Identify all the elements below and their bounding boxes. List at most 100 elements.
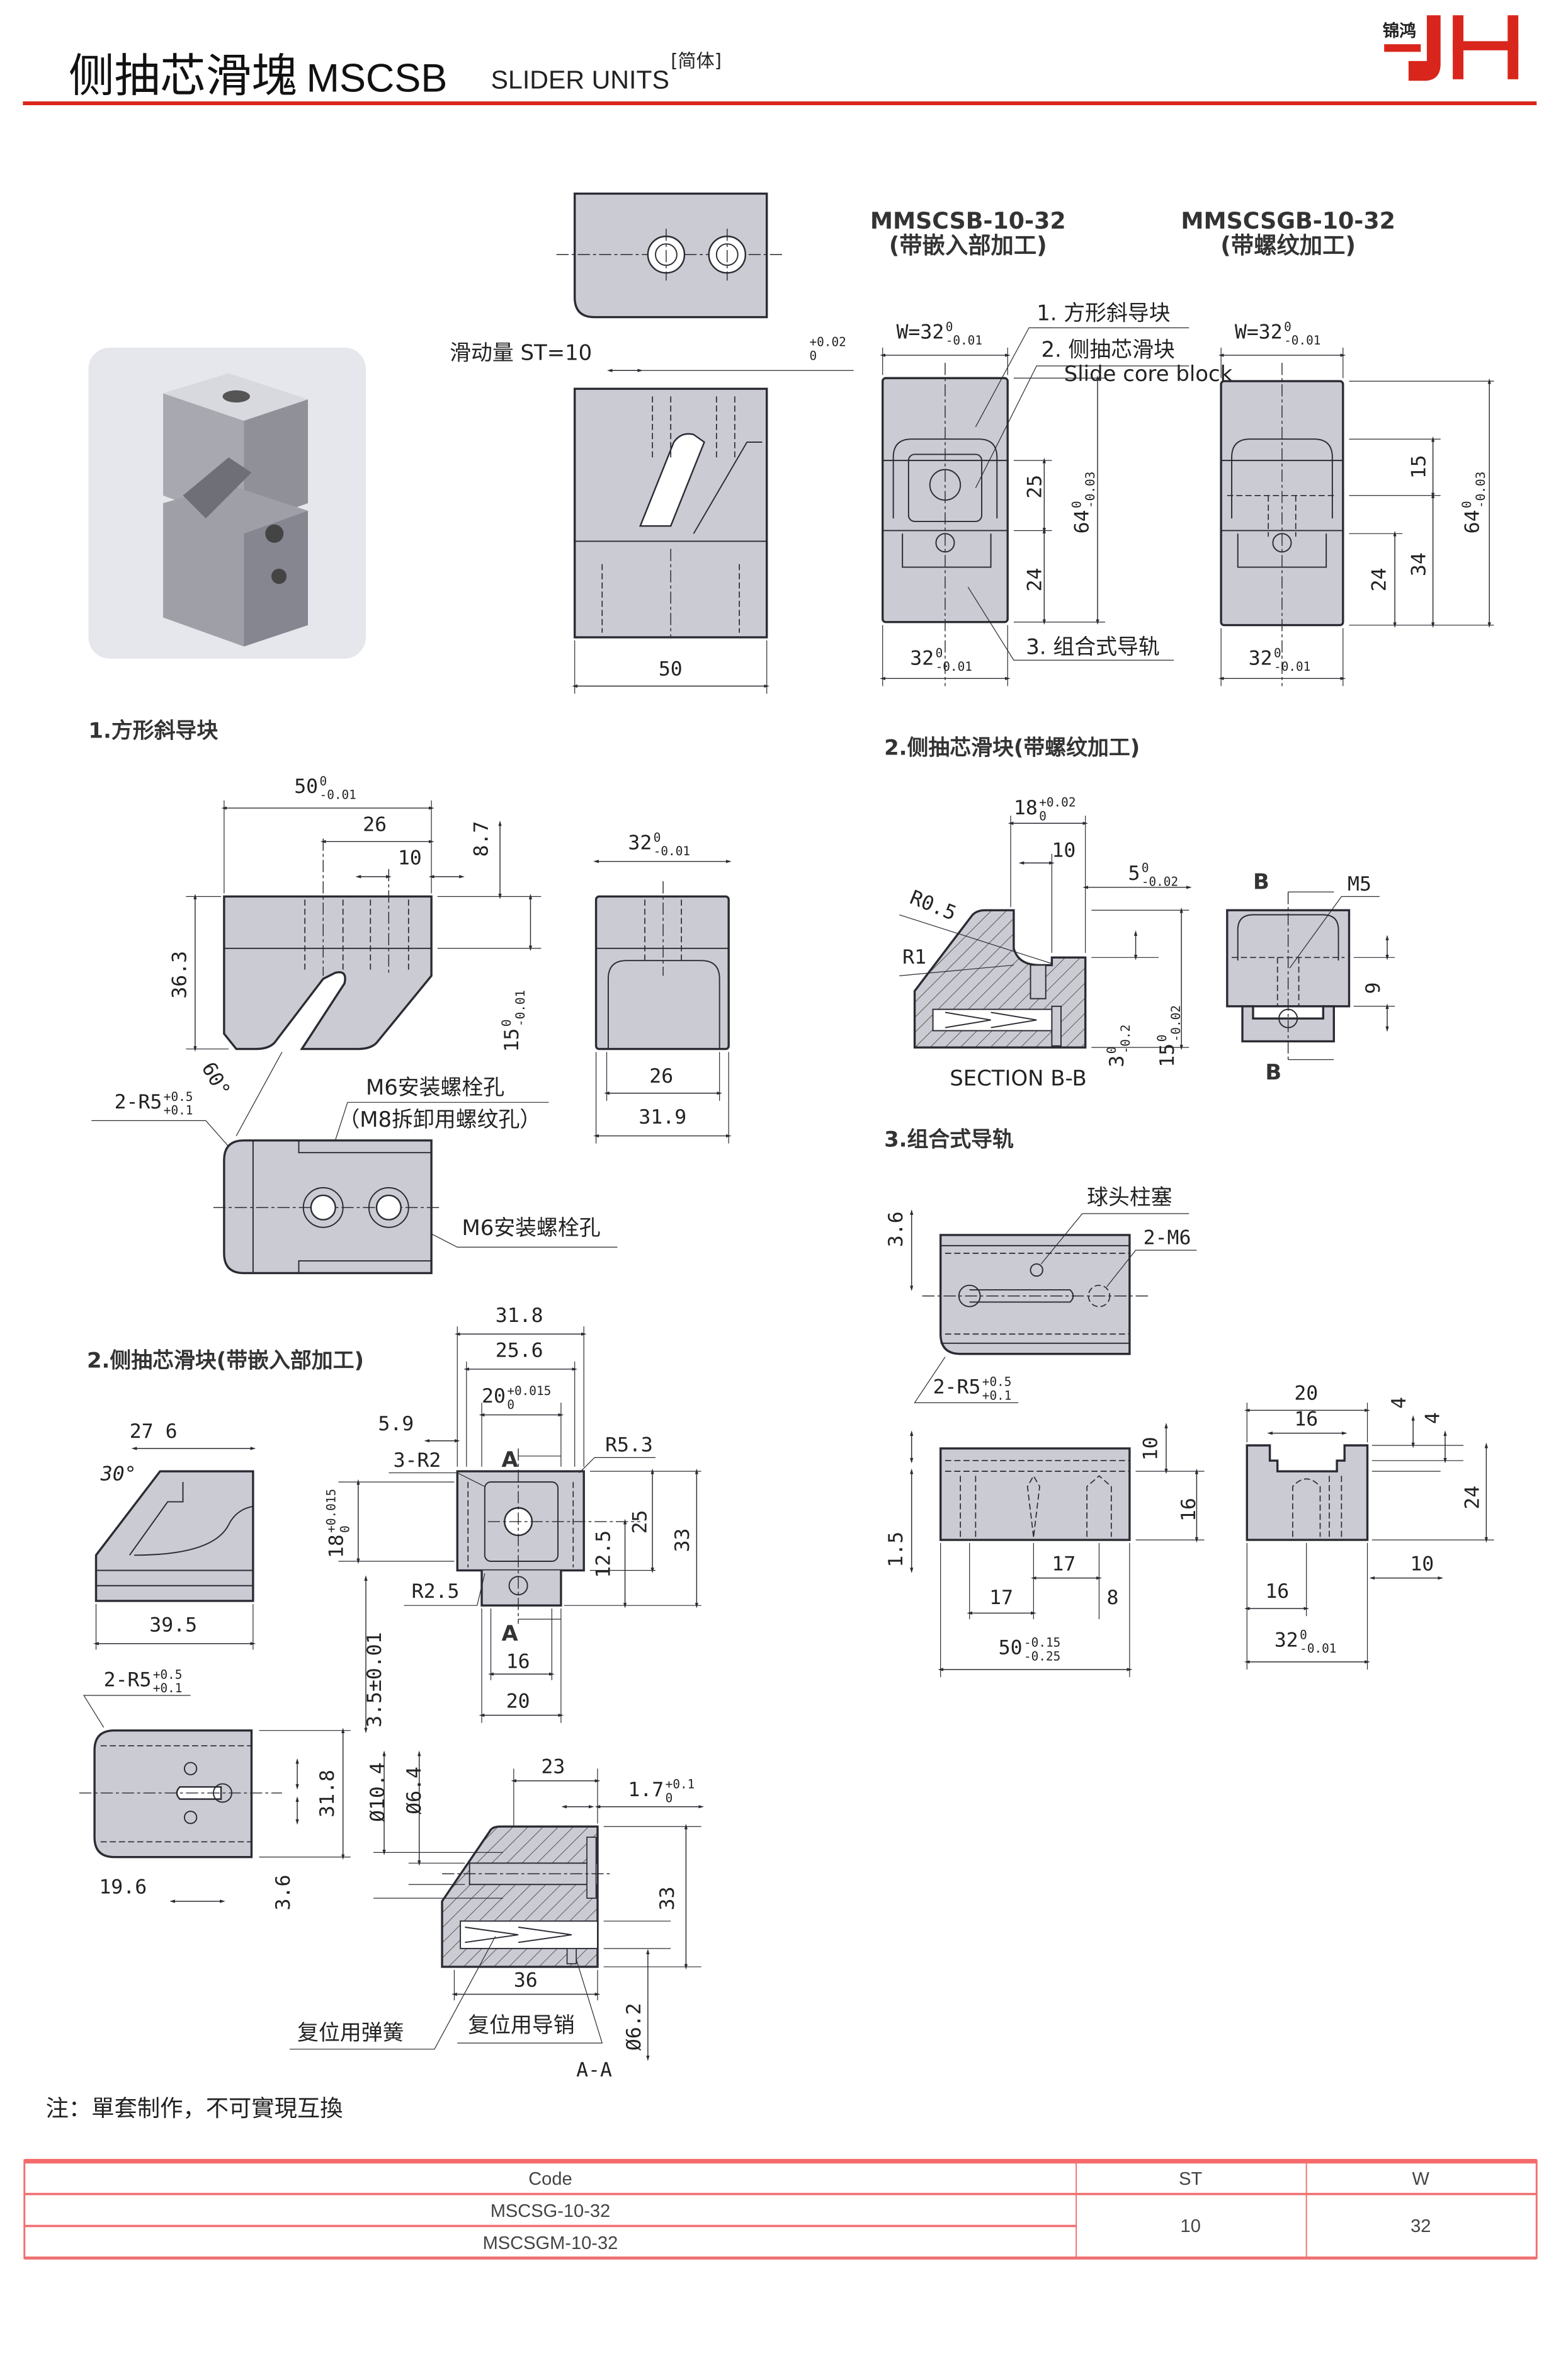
dim-5-9: 5.9 — [378, 1413, 414, 1435]
dim-31-8-top: 31.8 — [316, 1770, 339, 1818]
dim-18-insert: 18+0.0150 — [324, 1489, 353, 1558]
dim-value: 5 — [1128, 862, 1140, 885]
return-pin-label: 复位用导销 — [468, 2013, 574, 2037]
dim-value: 36.3 — [168, 951, 191, 999]
dim-upper-tolerance: 0 — [1142, 861, 1149, 875]
model-b-front-view — [1220, 363, 1344, 686]
dim-value: 32 — [910, 647, 934, 670]
section-a-a-label: A-A — [576, 2059, 612, 2081]
table-header-code: Code — [528, 2169, 572, 2189]
view-b — [1226, 891, 1351, 1061]
dim-16-front: 16 — [506, 1650, 530, 1673]
dim-value: 5.9 — [378, 1413, 414, 1435]
dim-value: 30° — [100, 1463, 137, 1486]
dim-upper-tolerance: 0 — [936, 646, 943, 660]
dim-rail-17b: 17 — [989, 1586, 1013, 1609]
dim-b-64: 640-0.03 — [1460, 472, 1488, 534]
dim-lower-tolerance: 0 — [666, 1791, 673, 1805]
dim-upper-tolerance: 0 — [1460, 501, 1474, 508]
dim-upper-tolerance: 0 — [1069, 501, 1084, 508]
dim-upper-tolerance: +0.015 — [507, 1384, 551, 1398]
dim-dia-6-2: Ø6.2 — [623, 2003, 645, 2051]
dim-dia-6-4: Ø6.4 — [403, 1767, 426, 1814]
table-cell-code-2: MSCSGM-10-32 — [483, 2233, 618, 2253]
dim-value: 20 — [506, 1690, 530, 1712]
overview-top-view — [556, 192, 785, 319]
title-code: MSCSB — [307, 56, 448, 100]
brand-logo: 锦鸿 — [1383, 15, 1519, 81]
table-header-w: W — [1412, 2169, 1430, 2189]
dim-upper-tolerance: 0 — [1284, 319, 1291, 334]
dim-3-6: 3.6 — [885, 1211, 907, 1247]
dim-value: 15 — [1408, 455, 1431, 479]
dim-value: W=32 — [896, 321, 944, 343]
dim-value: W=32 — [1235, 321, 1283, 343]
dim-a-64: 640-0.03 — [1069, 472, 1098, 534]
dim-upper-tolerance: +0.015 — [324, 1489, 339, 1533]
dim-10b: 10 — [1052, 840, 1076, 862]
dim-r5: 2-R5+0.5+0.1 — [115, 1090, 193, 1118]
slide-block-front-view — [456, 1448, 640, 1624]
dim-value: 24 — [1368, 567, 1391, 591]
dim-a-25: 25 — [1023, 475, 1046, 499]
dim-rail-10: 10 — [1139, 1437, 1162, 1460]
dim-19-6: 19.6 — [99, 1876, 147, 1899]
dim-m5: M5 — [1348, 873, 1371, 896]
dim-value: 31.8 — [316, 1770, 339, 1818]
model-b-note: (带螺纹加工) — [1220, 232, 1356, 259]
dim-value: 8.7 — [470, 821, 493, 857]
dim-lower-tolerance: 0 — [809, 348, 817, 363]
dim-value: 2-R5 — [115, 1091, 162, 1113]
dim-r2-5: R2.5 — [412, 1580, 460, 1603]
part2-label: 2. 侧抽芯滑块 — [1041, 337, 1174, 362]
dim-lower-tolerance: +0.1 — [982, 1388, 1012, 1403]
spec-table: Code ST W MSCSG-10-32 MSCSGM-10-32 10 32 — [23, 2158, 1538, 2260]
logo-cn: 锦鸿 — [1383, 21, 1416, 41]
dim-8-7: 8.7 — [470, 821, 493, 857]
dim-upper-tolerance: 0 — [1104, 1047, 1119, 1054]
dim-23: 23 — [541, 1755, 565, 1778]
dim-value: 27 6 — [130, 1420, 178, 1443]
guide-block-end-view — [594, 881, 730, 1051]
dim-value: 26 — [363, 813, 387, 836]
dim-upper-tolerance: 0 — [1155, 1035, 1169, 1042]
dim-b-34: 34 — [1408, 552, 1431, 576]
dim-upper-tolerance: 0 — [1274, 646, 1281, 660]
dim-value: 33 — [656, 1886, 679, 1910]
dim-rail-16: 16 — [1178, 1498, 1200, 1522]
dim-a-24: 24 — [1023, 567, 1046, 591]
dim-lower-tolerance: -0.03 — [1083, 472, 1098, 508]
dim-value: 12.5 — [592, 1530, 615, 1578]
table-cell-st: 10 — [1181, 2216, 1201, 2236]
slide-block-iso-view — [94, 1470, 254, 1602]
section-a-label-top: A — [501, 1447, 518, 1472]
table-header-st: ST — [1179, 2169, 1202, 2189]
dim-top-r5: 2-R5+0.5+0.1 — [104, 1667, 183, 1695]
dim-value: 4 — [1421, 1412, 1444, 1424]
dim-value: 36 — [514, 1969, 538, 1991]
dim-value: R5.3 — [605, 1434, 653, 1457]
m6-bolt-hole-label: M6安装螺栓孔 — [366, 1075, 504, 1100]
dim-9: 9 — [1362, 982, 1385, 994]
dim-value: 25 — [628, 1510, 651, 1534]
view-b-label-top: B — [1253, 869, 1269, 894]
script-tag: [简体] — [671, 50, 722, 72]
dim-b-15: 15 — [1408, 455, 1431, 479]
note-text: 注：單套制作，不可實現互換 — [46, 2095, 343, 2122]
dim-value: M5 — [1348, 873, 1371, 896]
dim-lower-tolerance: 0 — [338, 1525, 352, 1533]
part1-label: 1. 方形斜导块 — [1036, 300, 1170, 325]
dim-12-5: 12.5 — [592, 1530, 615, 1578]
guide-block-top-view — [213, 1139, 443, 1275]
m6-bolt-hole-label-2: M6安装螺栓孔 — [462, 1216, 601, 1240]
dim-value: 26 — [649, 1065, 673, 1088]
dim-upper-tolerance: +0.5 — [164, 1090, 193, 1104]
dim-end-4a: 4 — [1388, 1397, 1411, 1409]
dim-value: Ø6.2 — [623, 2003, 645, 2051]
dim-lower-tolerance: 0 — [1039, 809, 1047, 823]
